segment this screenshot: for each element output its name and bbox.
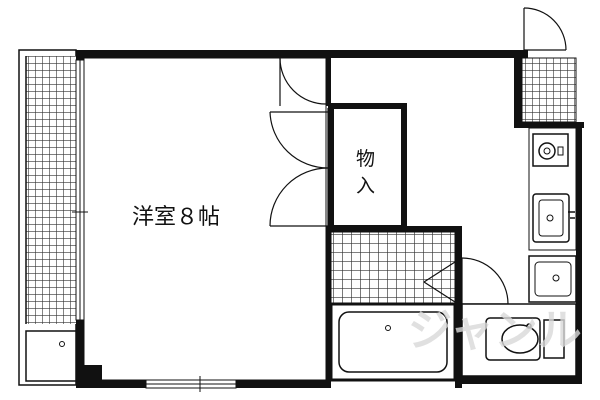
sink-icon [532, 193, 575, 243]
bathtub-icon [329, 302, 457, 382]
room-door [279, 57, 327, 106]
closet-doors [269, 108, 329, 227]
toilet-icon [485, 317, 565, 361]
balcony-window [72, 59, 88, 321]
partition [326, 58, 331, 388]
bath-door [423, 261, 456, 303]
entrance-door [523, 7, 567, 51]
stove-icon [532, 133, 569, 167]
balcony [18, 49, 77, 386]
washing-machine-icon [25, 330, 77, 382]
closet: 物 入 [269, 103, 407, 231]
toilet-door [461, 257, 509, 305]
kitchen [528, 127, 577, 251]
storage-label-top: 物 [356, 148, 375, 170]
bathroom [326, 226, 462, 388]
storage-label-bottom: 入 [356, 175, 375, 197]
room-label: 洋室８帖 [132, 205, 220, 230]
toilet-room [461, 303, 577, 377]
entrance [521, 7, 577, 123]
bottom-window [145, 376, 237, 392]
watermark: ジャンル [408, 305, 582, 356]
main-room: 洋室８帖 [72, 57, 327, 392]
washbasin-icon [528, 255, 580, 303]
